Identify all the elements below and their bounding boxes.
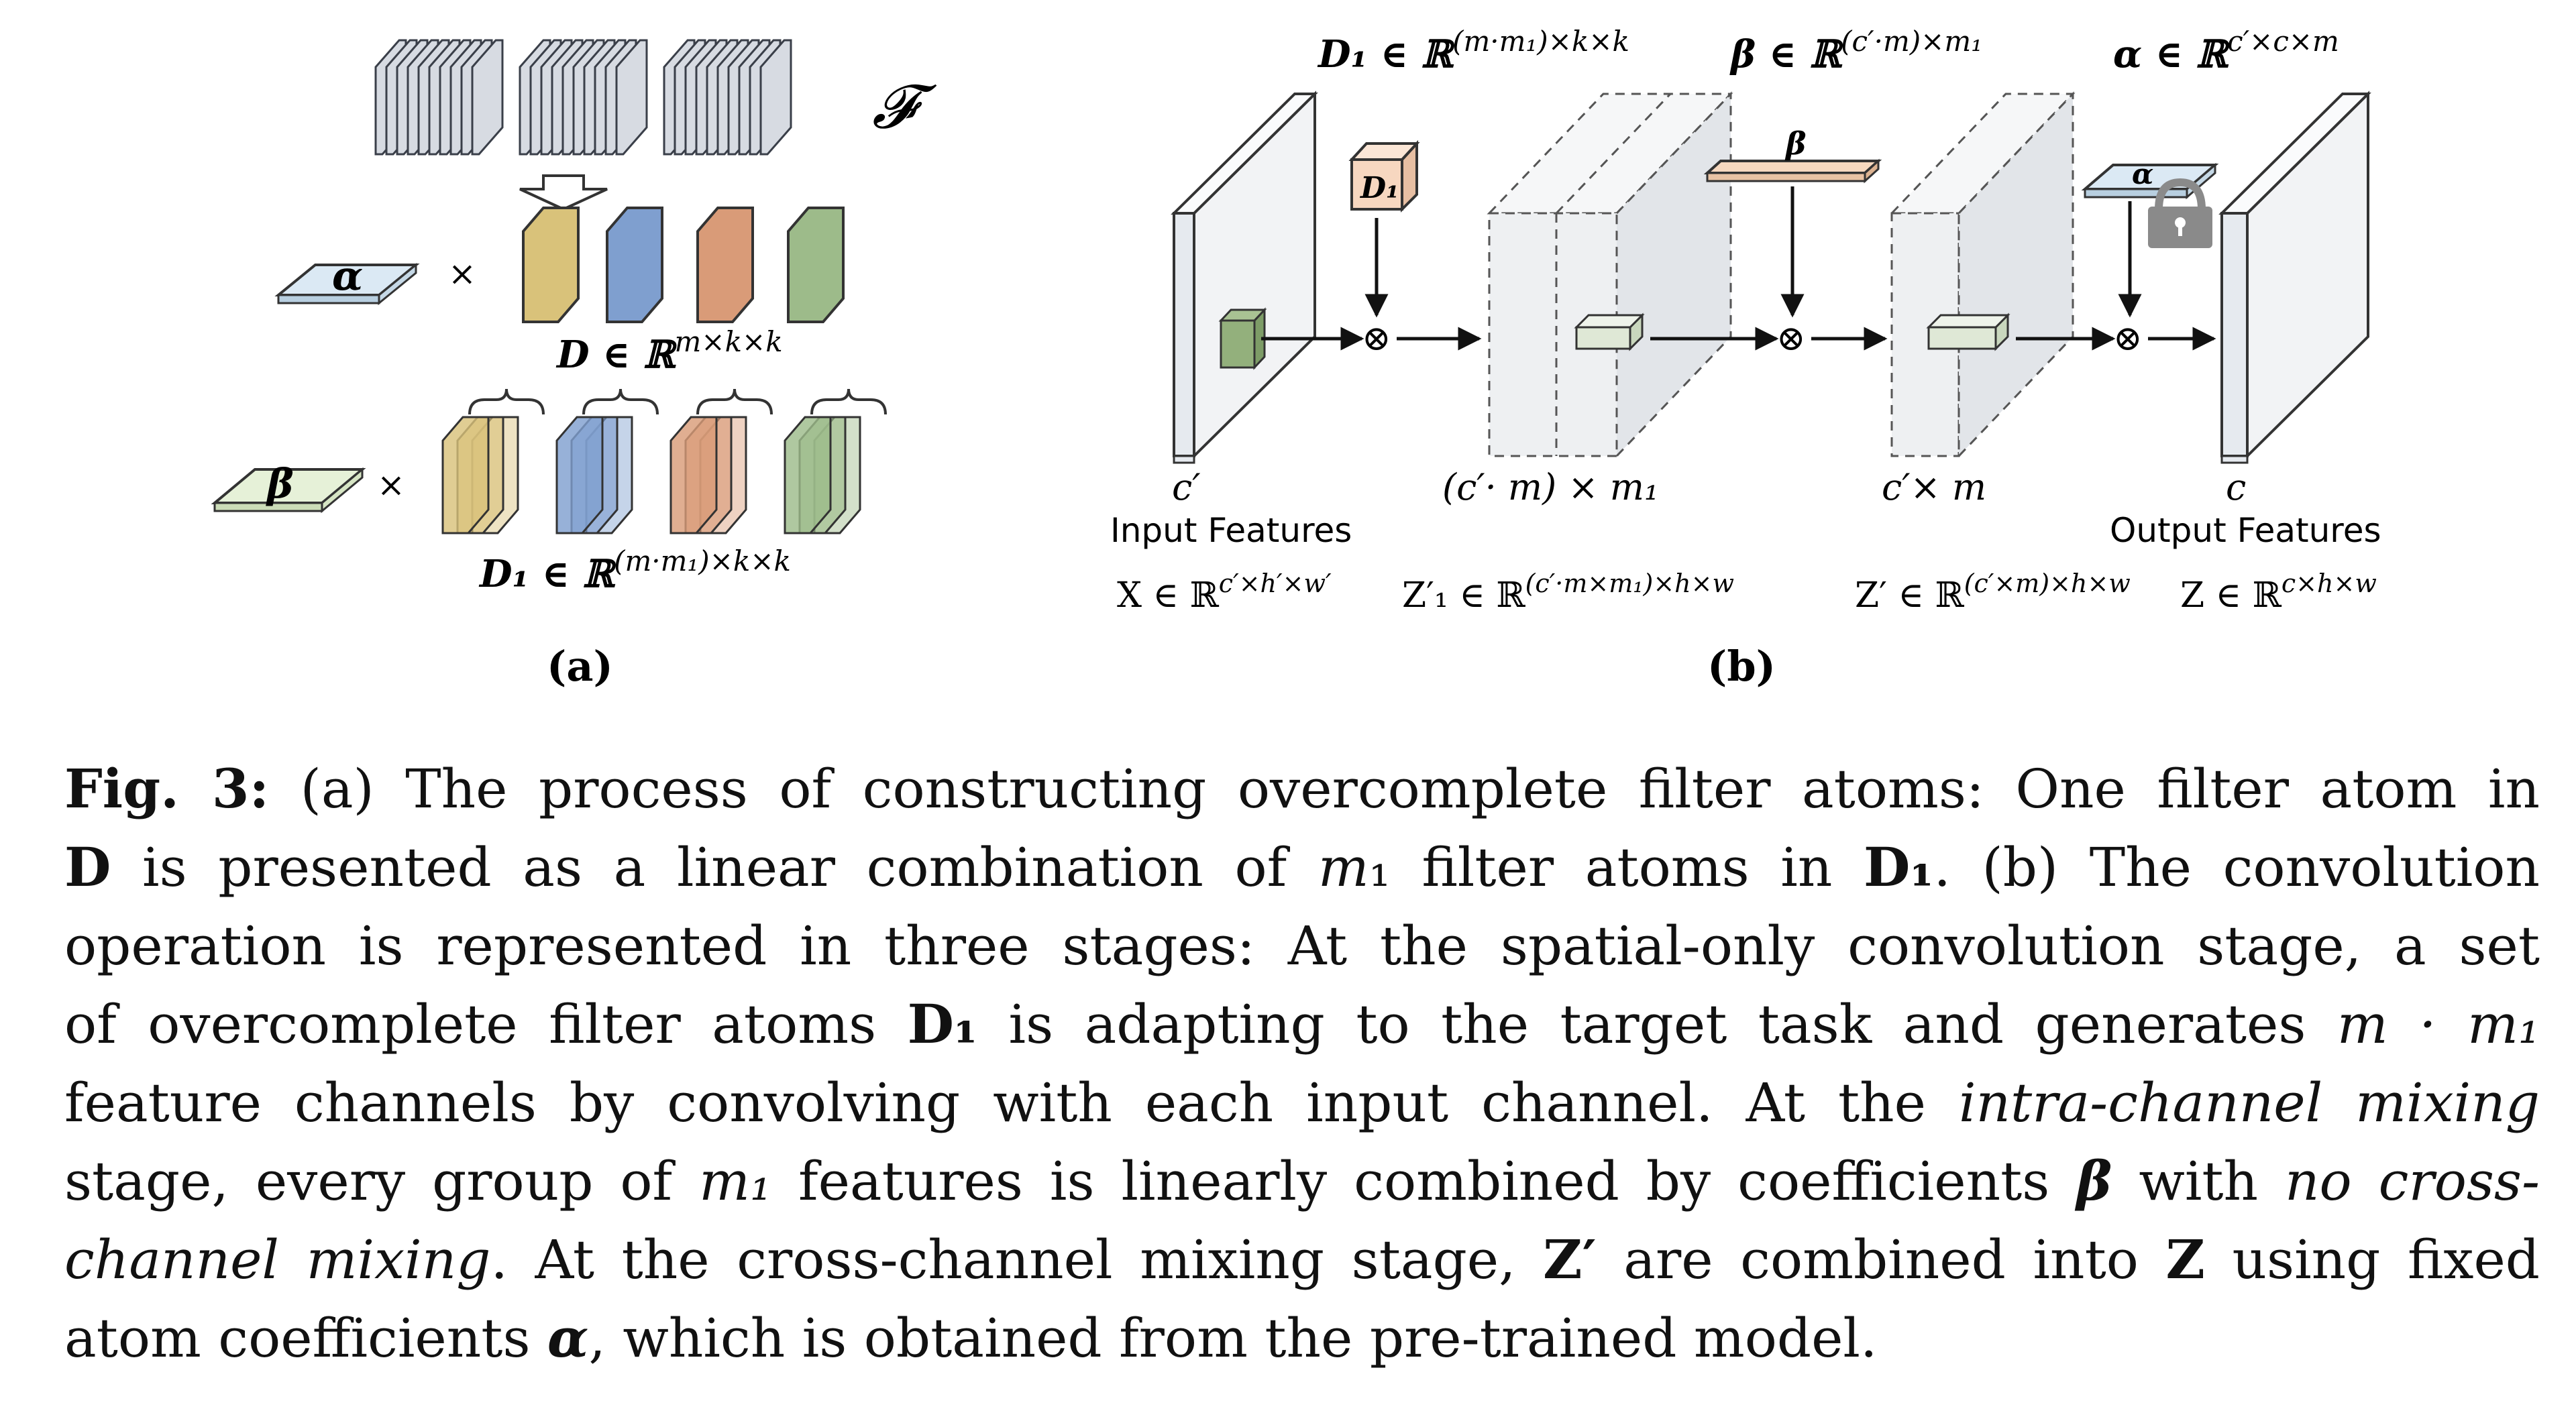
- caption-text: is presented as a linear combination of: [111, 836, 1318, 899]
- intermediate-feature-block-1: [1487, 91, 1733, 459]
- filter-set-stack: [374, 39, 792, 156]
- overcomplete-atom: [555, 416, 604, 534]
- d1-header: 𝑫₁ ∈ ℝ(m·m₁)×k×k: [1317, 25, 1629, 77]
- filter-card: [759, 39, 792, 156]
- caption-line-7: channel mixing. At the cross-channel mix…: [64, 1220, 2540, 1299]
- input-feature-map: [1171, 91, 1318, 464]
- caption-m: m: [1318, 836, 1369, 899]
- caption-z: Z: [2165, 1228, 2205, 1291]
- beta-symbol: β: [266, 461, 294, 508]
- down-arrow-icon: [519, 174, 608, 211]
- beta-bar: β: [1703, 125, 1882, 184]
- caption-sub: ₁: [1368, 836, 1391, 899]
- caption-text: . (b) The convolution: [1933, 836, 2540, 899]
- group-brace: [810, 388, 887, 415]
- panel-a-tag: (a): [547, 642, 613, 691]
- caption-emph: channel mixing: [64, 1229, 491, 1291]
- d-filters: [522, 207, 845, 323]
- figure-diagram: 𝓕 α × 𝑫 ∈ ℝm×k×k β × 𝑫₁ ∈ ℝ(m·m₁)×k×k (a…: [211, 25, 2381, 691]
- times-sign-alpha: ×: [448, 254, 476, 293]
- panel-b: 𝑫₁ ∈ ℝ(m·m₁)×k×k 𝜷 ∈ ℝ(c′·m)×m₁ 𝜶 ∈ ℝc′×…: [1110, 25, 2381, 691]
- caption-d1: D₁: [907, 992, 978, 1056]
- caption-m-m1: m · m₁: [2337, 993, 2540, 1056]
- times-sign-beta: ×: [377, 465, 405, 504]
- d1-dimension-label: 𝑫₁ ∈ ℝ(m·m₁)×k×k: [478, 545, 791, 597]
- filter-set-label: 𝓕: [872, 72, 937, 142]
- caption-d: D: [64, 836, 111, 899]
- beta-bar-label: β: [1784, 125, 1807, 162]
- d1-filter-groups: [441, 388, 887, 534]
- output-features-title: Output Features: [2110, 511, 2381, 550]
- output-feature-map: [2218, 91, 2371, 464]
- alpha-symbol: α: [332, 253, 363, 300]
- caption-line-1: Fig. 3: (a) The process of constructing …: [64, 750, 2540, 828]
- caption-line-3: operation is represented in three stages…: [64, 907, 2540, 985]
- caption-zprime: Z′: [1543, 1228, 1597, 1291]
- mid1-channels-label: (c′· m) × m₁: [1442, 466, 1659, 508]
- caption-text: , which is obtained from the pre-trained…: [588, 1307, 1878, 1369]
- caption-text: are combined into: [1596, 1229, 2166, 1291]
- caption-text: . At the cross-channel mixing stage,: [490, 1229, 1544, 1291]
- overcomplete-atom: [441, 416, 490, 534]
- caption-m1: m₁: [699, 1150, 772, 1212]
- caption-emph: intra-channel mixing: [1958, 1072, 2540, 1134]
- x-dimension-label: X ∈ ℝc′×h′×w′: [1117, 569, 1332, 616]
- group-brace: [468, 388, 545, 415]
- zprime-dimension-label: Z′ ∈ ℝ(c′×m)×h×w: [1855, 569, 2131, 616]
- alpha-header: 𝜶 ∈ ℝc′×c×m: [2113, 25, 2339, 77]
- atom-filter: [522, 207, 580, 323]
- alpha-plate: α: [274, 253, 420, 306]
- d1-cube-label: D₁: [1359, 171, 1399, 205]
- caption-d1: D₁: [1864, 836, 1934, 899]
- group-brace: [696, 388, 773, 415]
- input-channels-label: c′: [1172, 466, 1201, 508]
- z-dimension-label: Z ∈ ℝc×h×w: [2180, 569, 2377, 616]
- caption-text: stage, every group of: [64, 1150, 700, 1212]
- overcomplete-atom: [784, 416, 832, 534]
- mid2-channels-label: c′× m: [1882, 466, 1986, 508]
- panel-a: 𝓕 α × 𝑫 ∈ ℝm×k×k β × 𝑫₁ ∈ ℝ(m·m₁)×k×k (a…: [211, 39, 937, 691]
- output-channels-label: c: [2226, 466, 2246, 508]
- caption-fig-label: Fig. 3:: [64, 757, 270, 820]
- intermediate-feature-block-2: [1889, 91, 2076, 459]
- atom-filter: [696, 207, 754, 323]
- caption-text: features is linearly combined by coeffic…: [771, 1150, 2077, 1212]
- filter-card: [471, 39, 504, 156]
- caption-line-2: D is presented as a linear combination o…: [64, 828, 2540, 907]
- filter-card: [615, 39, 648, 156]
- caption-text: atom coefficients: [64, 1307, 547, 1369]
- caption-line-4: of overcomplete filter atoms D₁ is adapt…: [64, 985, 2540, 1064]
- caption-line-5: feature channels by convolving with each…: [64, 1064, 2540, 1142]
- overcomplete-atom: [669, 416, 718, 534]
- caption-line-8: atom coefficients α, which is obtained f…: [64, 1299, 2540, 1377]
- d-dimension-label: 𝑫 ∈ ℝm×k×k: [555, 325, 783, 378]
- input-features-title: Input Features: [1110, 511, 1352, 550]
- caption-line-6: stage, every group of m₁ features is lin…: [64, 1142, 2540, 1220]
- atom-filter: [787, 207, 845, 323]
- otimes-1: ⊗: [1362, 319, 1391, 359]
- caption-text: feature channels by convolving with each…: [64, 1072, 1959, 1134]
- caption-text: (a) The process of constructing overcomp…: [300, 758, 2540, 820]
- otimes-2: ⊗: [1776, 319, 1806, 359]
- lock-icon: [2148, 178, 2212, 248]
- caption-text: filter atoms in: [1390, 836, 1864, 899]
- alpha-plate-label: α: [2132, 158, 2153, 190]
- panel-b-tag: (b): [1707, 642, 1776, 691]
- caption-alpha: α: [547, 1306, 589, 1369]
- group-brace: [582, 388, 659, 415]
- d1-cube: D₁: [1348, 139, 1420, 213]
- caption-emph: no cross-: [2285, 1150, 2540, 1212]
- otimes-3: ⊗: [2113, 319, 2143, 359]
- figure-caption: Fig. 3: (a) The process of constructing …: [64, 750, 2540, 1377]
- caption-beta: β: [2076, 1149, 2112, 1212]
- caption-text: with: [2112, 1150, 2286, 1212]
- beta-header: 𝜷 ∈ ℝ(c′·m)×m₁: [1729, 25, 1982, 77]
- caption-text: using fixed: [2204, 1229, 2540, 1291]
- caption-text: is adapting to the target task and gener…: [977, 993, 2337, 1056]
- beta-plate: β: [211, 461, 366, 514]
- atom-filter: [606, 207, 663, 323]
- caption-text: of overcomplete filter atoms: [64, 993, 908, 1056]
- z1-dimension-label: Z′₁ ∈ ℝ(c′·m×m₁)×h×w: [1402, 569, 1734, 616]
- caption-text: operation is represented in three stages…: [64, 915, 2540, 977]
